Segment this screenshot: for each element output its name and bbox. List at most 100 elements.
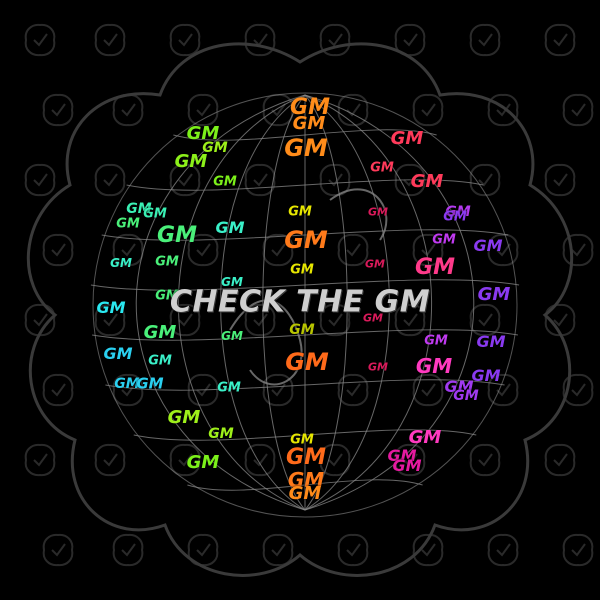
gm-word: GM (202, 140, 228, 156)
checkmark-badge-icon (562, 533, 594, 567)
checkmark-badge-icon (337, 373, 369, 407)
mesh-line (304, 94, 348, 511)
checkmark-badge-icon (94, 303, 126, 337)
checkmark-badge-icon (487, 533, 519, 567)
gm-word: GM (444, 377, 474, 396)
checkmark-badge-icon (412, 93, 444, 127)
gm-word: GM (290, 262, 314, 278)
gm-word: GM (290, 95, 330, 120)
gm-word: GM (136, 374, 164, 393)
checkmark-badge-icon (112, 373, 144, 407)
checkmark-badge-icon (469, 163, 501, 197)
gm-word: GM (217, 380, 241, 396)
checkmark-badge-icon (112, 93, 144, 127)
gm-word: GM (110, 256, 132, 270)
gm-word: GM (387, 446, 417, 465)
gm-word: GM (143, 322, 177, 343)
checkmark-badge-icon (94, 443, 126, 477)
gm-word: GM (284, 226, 328, 254)
checkmark-badge-icon (244, 443, 276, 477)
mesh-line (90, 279, 520, 291)
gm-word: GM (477, 284, 511, 305)
checkmark-badge-icon (262, 93, 294, 127)
checkmark-badge-icon (337, 233, 369, 267)
checkmark-badge-icon (94, 23, 126, 57)
gm-word: GM (476, 332, 506, 351)
checkmark-badge-icon (469, 443, 501, 477)
gm-word: GM (370, 160, 394, 176)
checkmark-badge-icon (24, 163, 56, 197)
gm-word: GM (103, 344, 133, 363)
checkmark-badge-icon (337, 93, 369, 127)
checkmark-badge-icon (42, 233, 74, 267)
watermark-pattern (24, 23, 594, 567)
checkmark-badge-icon (42, 373, 74, 407)
mesh-line (177, 94, 306, 511)
gm-word: GM (415, 255, 455, 280)
checkmark-badge-icon (187, 93, 219, 127)
gm-word: GM (186, 452, 220, 473)
mesh-line (126, 179, 484, 191)
checkmark-badge-icon (544, 163, 576, 197)
gm-word: GM (96, 298, 126, 317)
checkmark-badge-icon (319, 443, 351, 477)
gm-word: GM (116, 216, 140, 232)
mesh-line (229, 299, 303, 386)
gm-word: GM (392, 456, 422, 475)
mesh-line (105, 379, 505, 391)
gm-word: GM (148, 353, 172, 369)
headline-text: CHECK THE GM (169, 284, 431, 320)
gm-word: GM (443, 209, 467, 225)
gm-word: GM (208, 426, 234, 442)
gm-word: GM (221, 275, 243, 289)
gm-word: GM (288, 483, 322, 504)
checkmark-badge-icon (262, 373, 294, 407)
gm-word: GM (143, 206, 167, 222)
gm-word: GM (408, 427, 442, 448)
gm-word: GM (167, 407, 201, 428)
checkmark-badge-icon (562, 93, 594, 127)
checkmark-badge-icon (394, 443, 426, 477)
mesh-line (304, 94, 433, 511)
checkmark-badge-icon (112, 233, 144, 267)
checkmark-badge-icon (94, 163, 126, 197)
checkmark-badge-icon (562, 373, 594, 407)
mesh-line (187, 479, 423, 491)
checkmark-badge-icon (544, 443, 576, 477)
gm-word: GM (424, 333, 448, 349)
checkmark-badge-icon (469, 303, 501, 337)
gm-word: GM (432, 232, 456, 248)
gm-word: GM (215, 218, 245, 237)
checkmark-badge-icon (187, 373, 219, 407)
checkmark-badge-icon (319, 163, 351, 197)
checkmark-badge-icon (487, 233, 519, 267)
mesh-line (173, 129, 437, 141)
gm-word: GM (155, 254, 179, 270)
wire-globe-mesh (90, 92, 520, 518)
checkmark-badge-icon (24, 23, 56, 57)
checkmark-badge-icon (42, 93, 74, 127)
checkmark-badge-icon (337, 533, 369, 567)
checkmark-badge-icon (262, 533, 294, 567)
checkmark-badge-icon (24, 443, 56, 477)
checkmark-badge-icon (169, 443, 201, 477)
checkmark-badge-icon (394, 303, 426, 337)
gm-word: GM (368, 205, 388, 219)
scalloped-frame (26, 42, 574, 577)
gm-word: GM (213, 174, 237, 190)
checkmark-badge-icon (319, 23, 351, 57)
checkmark-badge-icon (469, 23, 501, 57)
checkmark-badge-icon (244, 303, 276, 337)
mesh-line (135, 94, 306, 511)
checkmark-badge-icon (169, 163, 201, 197)
mesh-line (220, 94, 306, 511)
gm-word: GM (473, 236, 503, 255)
checkmark-badge-icon (487, 93, 519, 127)
gm-word: GM (186, 123, 220, 144)
mesh-line (304, 94, 475, 511)
mesh-sphere-outline (92, 92, 518, 518)
gm-word: GM (288, 204, 312, 220)
gm-word: GM (284, 134, 328, 162)
